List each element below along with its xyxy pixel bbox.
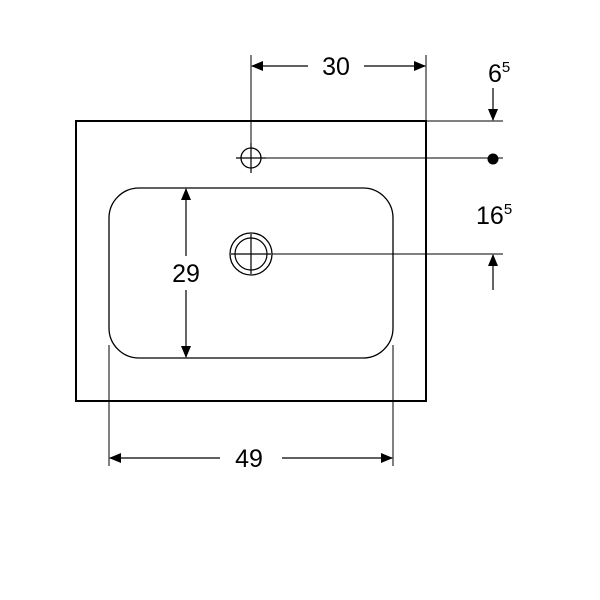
dim-label-29: 29 [172, 260, 200, 288]
bowl-outline [108, 187, 394, 359]
dim-drain-offset: 165 [272, 201, 512, 290]
dim-dot-marker [487, 153, 499, 165]
dim-label-16-5: 165 [476, 201, 512, 230]
dim-label-30: 30 [322, 53, 350, 81]
dim-top-offset: 65 [266, 59, 510, 165]
dim-tap-hole-offset: 30 [250, 53, 427, 150]
dim-bowl-depth: 29 [172, 188, 200, 358]
dim-label-6-5: 65 [488, 59, 510, 88]
drain-icon [229, 232, 273, 276]
dim-label-49: 49 [235, 445, 263, 473]
dim-bowl-width: 49 [108, 345, 394, 473]
